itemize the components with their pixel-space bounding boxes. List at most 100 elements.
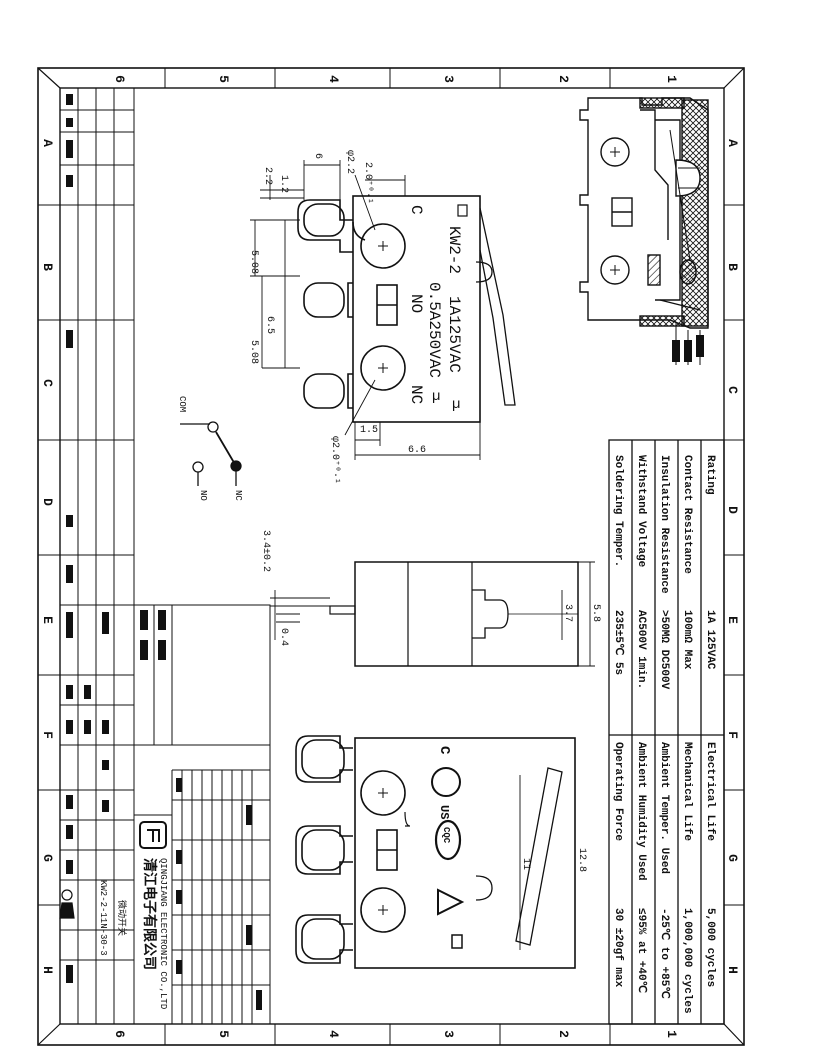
zone-left-F: F [40, 731, 55, 739]
side-view-dims [270, 561, 595, 667]
ul-marks-top: µ µ [432, 204, 468, 413]
terminal-label-c: C [407, 205, 425, 215]
side-view-dim-text: 3.4±0.2 0.4 3.7 5.8 [260, 530, 601, 646]
title-block [133, 604, 271, 1025]
zone-left-D: D [40, 498, 55, 506]
side-view [329, 561, 579, 667]
dim-6-5: 6.5 [264, 316, 275, 334]
spec-label-mechanical-life: Mechanical Life [681, 742, 693, 841]
zone-bot-5: 5 [216, 1030, 231, 1038]
dim-phi-2-0: φ2.0⁺⁰·¹ [329, 436, 341, 484]
zone-bot-6: 6 [112, 1030, 127, 1038]
zone-left-H: H [40, 966, 55, 974]
zone-left-E: E [40, 616, 55, 624]
ul-ring-icon [431, 767, 461, 797]
top-view-dims [250, 160, 481, 460]
spec-value-withstand: AC500V 1min. [635, 610, 647, 689]
ul-mark-2: µ [432, 389, 440, 405]
dim-6-6: 6.6 [408, 445, 426, 456]
zone-top-1: 1 [664, 75, 679, 83]
zone-bot-3: 3 [441, 1030, 456, 1038]
zone-left-C: C [40, 379, 55, 387]
mark-box-icon [451, 934, 463, 949]
dim-3-7: 3.7 [562, 604, 573, 622]
cqc-oval [434, 819, 462, 861]
dim-3-4: 3.4±0.2 [260, 530, 271, 572]
revision-strip [60, 88, 135, 1024]
zone-top-6: 6 [112, 75, 127, 83]
spec-value-ambient-temp: -25℃ to +85℃ [658, 908, 671, 999]
zone-right-F: F [725, 731, 740, 739]
spec-table [608, 439, 725, 1025]
revision-strip-marks [66, 94, 109, 983]
bottom-view-dim-text: 12.8 11 [520, 848, 587, 872]
bottom-view-dims [519, 738, 576, 968]
dim-phi-2-2: φ2.2 [344, 150, 355, 174]
spec-value-contact-resistance: 100mΩ Max [681, 610, 693, 670]
spec-label-withstand: Withstand Voltage [635, 455, 647, 568]
zone-right-D: D [725, 506, 740, 514]
rating-line-2: 0.5A250VAC [425, 282, 443, 378]
spec-label-ambient-temp: Ambient Temper. Used [658, 742, 670, 874]
title-block-marks [140, 610, 262, 1010]
spec-value-soldering: 235±5℃ 5s [612, 610, 625, 675]
spec-table-text: Rating 1A 125VAC Electrical Life 5,000 c… [612, 455, 716, 1014]
cross-section-labels [672, 335, 704, 362]
dim-5-08-a: 5.08 [248, 250, 259, 274]
spec-label-contact-resistance: Contact Resistance [681, 455, 693, 574]
zone-bot-1: 1 [664, 1030, 679, 1038]
dim-2-0: 2.0⁺⁰·¹ [362, 162, 374, 204]
schematic-com: COM [177, 396, 187, 412]
certification-marks: C US CQC [431, 746, 465, 949]
spec-value-insulation: >50MΩ DC500V [658, 610, 670, 690]
switch-schematic [180, 421, 242, 486]
spec-label-operating-force: Operating Force [612, 742, 624, 841]
projection-symbol [59, 889, 75, 919]
spec-label-electrical-life: Electrical Life [704, 742, 716, 841]
spec-label-rating: Rating [704, 455, 716, 495]
zone-left-G: G [40, 854, 55, 862]
model-number: KW2-2 [445, 226, 463, 274]
zone-right-B: B [725, 263, 740, 271]
dim-2-2: 2.2 [262, 167, 273, 185]
warning-triangle-icon [437, 888, 465, 916]
ul-mark-1: µ [452, 397, 460, 413]
spec-value-electrical-life: 5,000 cycles [704, 908, 716, 987]
zone-right-H: H [725, 966, 740, 974]
zone-ticks [38, 68, 744, 1045]
zone-left-B: B [40, 263, 55, 271]
cross-section-view [579, 97, 709, 329]
spec-value-humidity: ≤95% at +40℃ [635, 908, 648, 993]
dim-6: 6 [312, 153, 323, 159]
spec-label-humidity: Ambient Humidity Used [635, 742, 647, 881]
dim-5-8: 5.8 [590, 604, 601, 622]
zone-bot-4: 4 [326, 1030, 341, 1038]
cert-cqc-mark: CQC [441, 827, 451, 844]
spec-label-soldering: Soldering Temper. [612, 455, 624, 567]
part-number: KW2-2-11N-30-3 [98, 880, 108, 956]
zone-right-G: G [725, 854, 740, 862]
spec-value-operating-force: 30 ±20gf max [612, 908, 624, 988]
zone-top-5: 5 [216, 75, 231, 83]
dim-12-8: 12.8 [576, 848, 587, 872]
dim-1-2: 1.2 [278, 175, 289, 193]
rating-line-1: 1A125VAC [445, 296, 463, 373]
zone-bot-2: 2 [556, 1030, 571, 1038]
terminal-label-nc: NC [407, 385, 425, 404]
product-name: 微动开关 [116, 900, 128, 936]
schematic-nc: NC [233, 490, 243, 501]
zone-right-A: A [725, 139, 740, 147]
dim-11: 11 [520, 858, 531, 870]
dim-0-4: 0.4 [278, 628, 289, 646]
company-logo [139, 821, 167, 849]
spec-label-insulation: Insulation Resistance [658, 455, 670, 594]
schematic-text: COM NC NO [177, 396, 243, 501]
company-name-en: QINGJIANG ELECTRONIC CO.,LTD [158, 858, 168, 1009]
zone-top-4: 4 [326, 75, 341, 83]
zone-top-3: 3 [441, 75, 456, 83]
cert-c-mark: C [436, 746, 452, 755]
spec-value-rating: 1A 125VAC [704, 610, 716, 670]
zone-right-C: C [725, 386, 740, 394]
zone-top-2: 2 [556, 75, 571, 83]
